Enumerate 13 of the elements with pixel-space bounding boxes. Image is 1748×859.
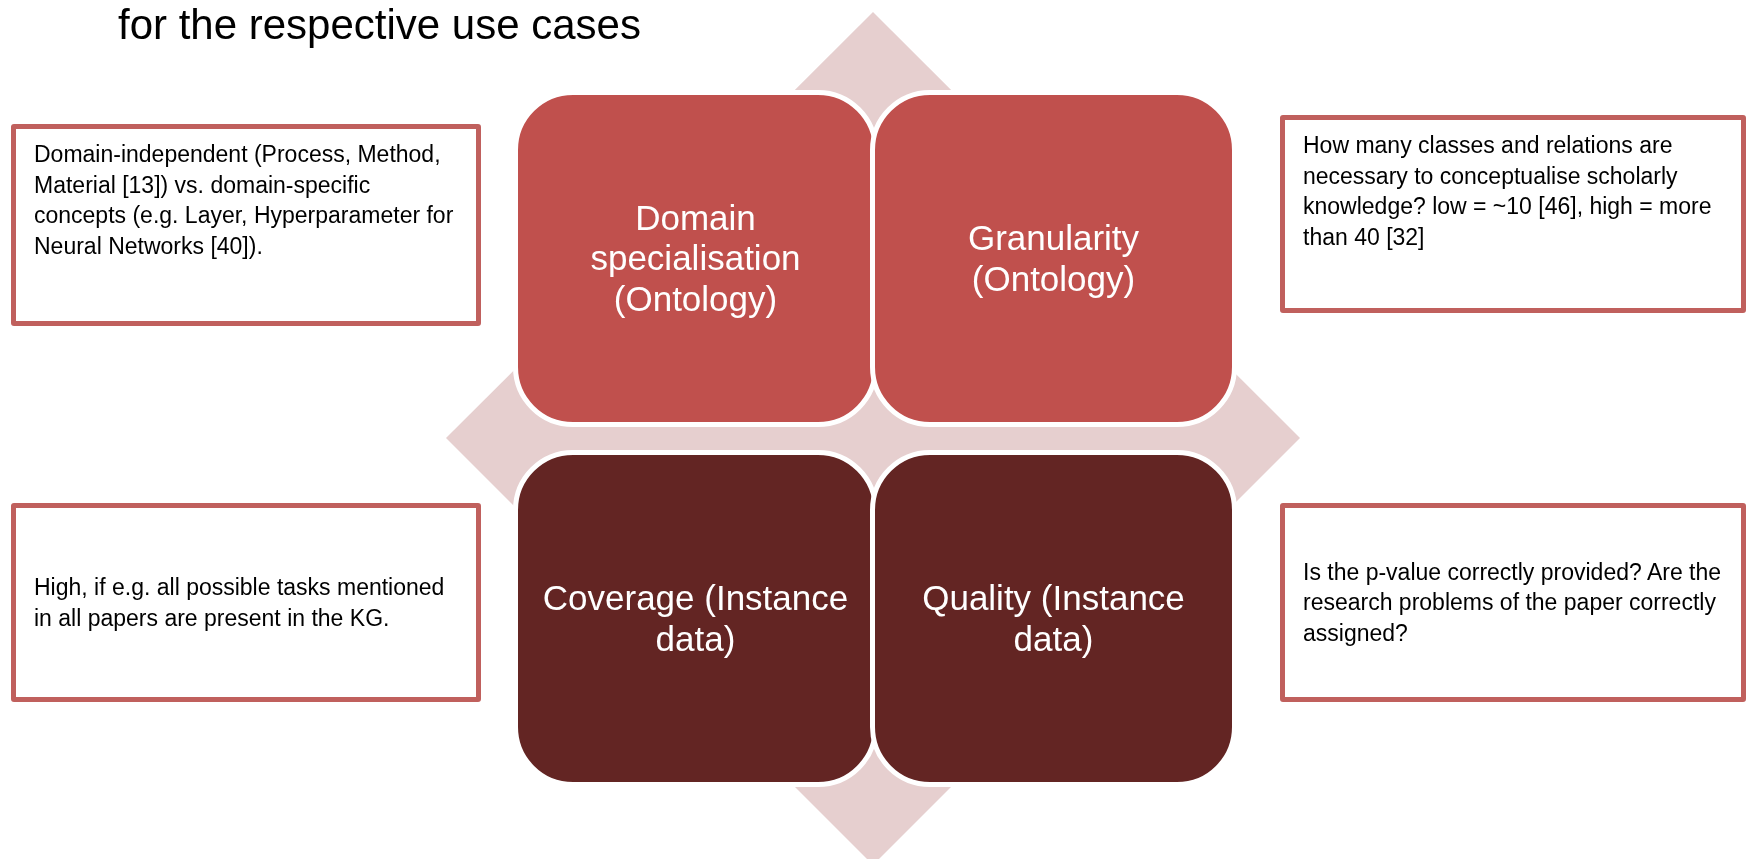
tile-label: Coverage (Instance data) — [541, 578, 850, 659]
tile-label: Granularity (Ontology) — [966, 218, 1141, 299]
title: for the respective use cases — [118, 2, 641, 49]
note-text: High, if e.g. all possible tasks mentioned in all papers are present in the KG. — [34, 572, 446, 633]
note-box — [1280, 503, 1746, 702]
note-text: Domain-independent (Process, Method, Material [13]) vs. domain-specific concepts (e.g. Layer, Hyperparameter for Neural Networks [40]). — [34, 140, 455, 261]
note-text: How many classes and relations are necessary to conceptualise scholarly knowledge? low = ~10 [46], high = more than 40 [32] — [1303, 131, 1713, 252]
note-box — [11, 124, 481, 326]
note-box — [1280, 115, 1746, 313]
note-text: Is the p-value correctly provided? Are the research problems of the paper correctly assigned? — [1303, 557, 1723, 648]
note-box — [11, 503, 481, 702]
tile-label: Domain specialisation (Ontology) — [589, 198, 802, 319]
tile-label: Quality (Instance data) — [921, 578, 1186, 659]
